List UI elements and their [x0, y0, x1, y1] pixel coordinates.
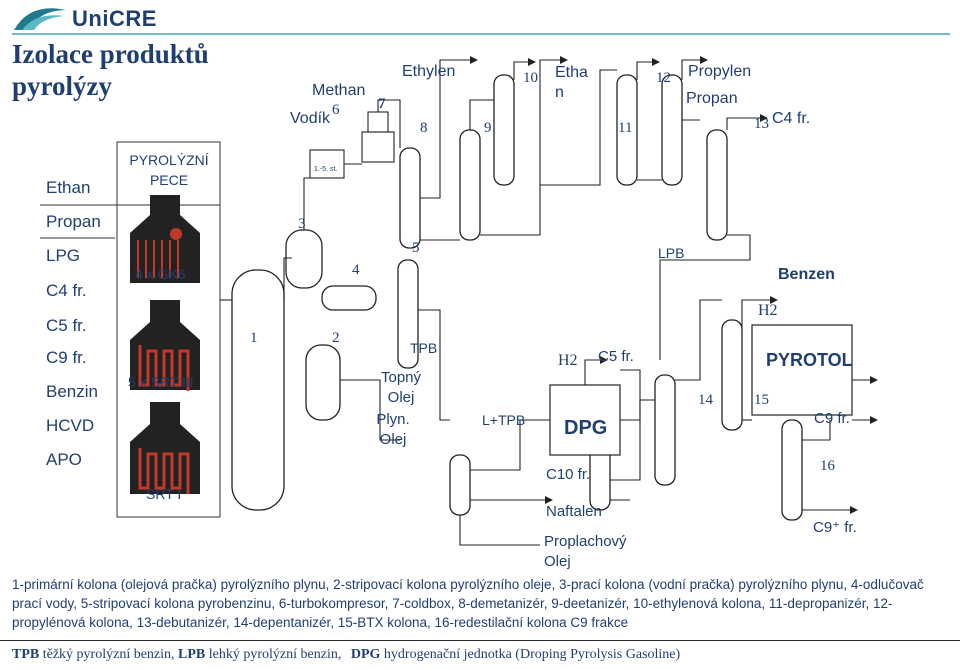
- label-c5: C5 fr.: [598, 348, 634, 365]
- feed-propan: Propan: [46, 212, 101, 231]
- feed-hcvd: HCVD: [46, 416, 95, 435]
- label-plyn-olej: Plyn. Olej: [376, 411, 410, 448]
- column-11: [616, 74, 638, 186]
- pyrotol-box: [751, 324, 853, 416]
- unit-number-1: 1: [250, 330, 258, 346]
- column-3: [285, 229, 323, 289]
- label-h2-left: H2: [558, 352, 578, 369]
- feed-c9: C9 fr.: [46, 348, 87, 367]
- furnace-group-srt1: SRT I: [146, 486, 182, 502]
- unit-number-11: 11: [618, 120, 633, 136]
- label-c9: C9 fr.: [814, 410, 850, 427]
- logo-text: UniCRE: [72, 6, 157, 31]
- column-5: [397, 259, 419, 369]
- column-8: [399, 147, 421, 249]
- label-propan: Propan: [686, 90, 738, 107]
- label-naftalen: Naftalen: [546, 503, 602, 520]
- column-9: [459, 129, 481, 241]
- column-2: [305, 344, 341, 421]
- column-14: [654, 374, 676, 486]
- unit-number-5: 5: [412, 240, 420, 256]
- label-methan: Methan: [312, 82, 366, 99]
- footer-abbreviations: TPB těžký pyrolýzní benzin, LPB lehký py…: [12, 647, 680, 663]
- footer-tpb-abbr: TPB: [12, 647, 40, 662]
- unit-number-13: 13: [754, 116, 769, 132]
- label-stages: 1.-5. st.: [314, 166, 338, 173]
- label-c10: C10 fr.: [546, 466, 591, 483]
- unit-number-6: 6: [332, 102, 340, 118]
- label-ethylen: Ethylen: [402, 63, 456, 80]
- label-tpb: TPB: [410, 340, 438, 356]
- label-ethan: Etha n: [555, 64, 588, 101]
- feed-c4: C4 fr.: [46, 281, 87, 300]
- label-dpg: DPG: [564, 417, 608, 439]
- furnaces-heading: PYROLÝZNÍ PECE: [129, 152, 209, 188]
- label-c4: C4 fr.: [772, 110, 811, 127]
- unit-number-9: 9: [484, 120, 492, 136]
- vessel-4: [321, 285, 377, 311]
- page-title: Izolace produktů pyrolýzy: [12, 39, 209, 101]
- furnace-group-srt3: 5 x SRT III: [128, 374, 194, 390]
- coldbox-7: [361, 131, 395, 163]
- footer-rule: [0, 640, 960, 641]
- unit-number-3: 3: [298, 216, 306, 232]
- column-13: [706, 129, 728, 241]
- unit-number-10: 10: [523, 70, 538, 86]
- footer-lpb-abbr: LPB: [178, 647, 206, 662]
- label-h2-right: H2: [758, 302, 778, 319]
- logo-icon: [14, 8, 66, 30]
- unit-number-2: 2: [332, 330, 340, 346]
- feed-benzin: Benzin: [46, 382, 98, 401]
- footer-dpg-text: hydrogenační jednotka (Droping Pyrolysis…: [383, 647, 681, 662]
- furnace-group-gk6: 4 x GK6: [135, 266, 186, 282]
- label-vodik: Vodík: [290, 110, 331, 127]
- feed-separators: [40, 204, 220, 239]
- unit-number-16: 16: [820, 458, 835, 474]
- label-l-tpb: L+TPB: [482, 412, 526, 428]
- label-proplachovy-olej: Proplachový Olej: [544, 533, 627, 570]
- feed-c5: C5 fr.: [46, 316, 87, 335]
- arrowheads: [470, 56, 878, 514]
- unit-number-15: 15: [754, 392, 769, 408]
- furnace-gk6-icon: [130, 195, 200, 283]
- unit-number-12: 12: [656, 70, 671, 86]
- feed-lpg: LPG: [46, 246, 81, 265]
- feed-ethan: Ethan: [46, 178, 91, 197]
- unit-number-7: 7: [378, 96, 386, 112]
- footer-tpb-text: těžký pyrolýzní benzin,: [42, 647, 175, 662]
- pipes: [220, 59, 870, 546]
- furnace-block: [116, 141, 221, 518]
- column-ltpb: [449, 454, 471, 516]
- column-1: [231, 269, 285, 511]
- label-propylen: Propylen: [688, 63, 752, 80]
- unit-number-8: 8: [420, 120, 428, 136]
- label-pyrotol: PYROTOL: [766, 350, 853, 370]
- feed-apo: APO: [46, 450, 82, 469]
- footer-lpb-text: lehký pyrolýzní benzin,: [208, 647, 342, 662]
- column-10: [493, 74, 515, 186]
- legend-text: 1-primární kolona (olejová pračka) pyrol…: [12, 577, 924, 630]
- label-c9-plus: C9⁺ fr.: [813, 519, 857, 536]
- label-lpb: LPB: [658, 245, 685, 261]
- furnace-srt1-icon: [130, 402, 200, 494]
- column-12: [661, 74, 683, 186]
- label-benzen: Benzen: [778, 266, 835, 283]
- column-16: [781, 419, 803, 521]
- label-topny-olej: Topný Olej: [380, 369, 422, 406]
- compressor-6: [309, 149, 345, 179]
- footer-dpg-abbr: DPG: [350, 647, 381, 662]
- unit-number-4: 4: [352, 262, 360, 278]
- furnace-srt3-icon: [130, 300, 200, 391]
- column-15: [721, 319, 743, 431]
- unit-number-14: 14: [698, 392, 713, 408]
